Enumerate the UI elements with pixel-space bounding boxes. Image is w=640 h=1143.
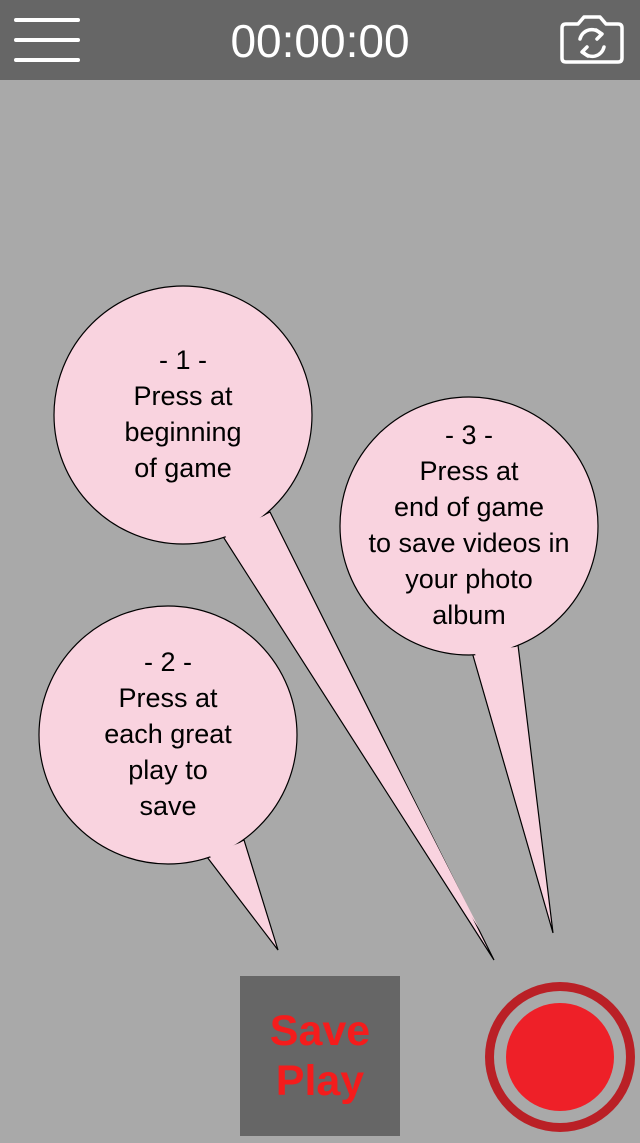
bubble-1-line: Press at <box>133 381 233 411</box>
tutorial-bubble-3 <box>339 396 599 934</box>
bubble-3-text: - 3 - Press at end of game to save video… <box>344 417 594 633</box>
record-icon <box>485 982 635 1132</box>
bubble-1-text: - 1 - Press at beginning of game <box>73 342 293 486</box>
menu-bar-line <box>14 58 80 62</box>
bubble-3-line: your photo <box>405 564 533 594</box>
bubble-3-line: end of game <box>393 492 545 522</box>
bubble-2-line: Press at <box>118 683 218 713</box>
bubble-3-line: Press at <box>419 456 519 486</box>
save-play-label-line2: Play <box>275 1057 365 1105</box>
bubble-3-line: to save videos in <box>368 528 570 558</box>
bubble-1-step: - 1 - <box>158 345 207 375</box>
top-bar: 00:00:00 <box>0 0 640 80</box>
tutorial-bubble-2 <box>38 605 298 951</box>
bubble-1-line: beginning <box>124 417 242 447</box>
bubble-2-line: play to <box>128 755 208 785</box>
menu-bar-line <box>14 18 80 22</box>
bubble-3-step: - 3 - <box>444 420 493 450</box>
camera-switch-icon[interactable] <box>556 12 628 68</box>
tutorial-bubble-1 <box>53 285 495 961</box>
recording-timer: 00:00:00 <box>230 15 410 67</box>
menu-bar-line <box>14 38 80 42</box>
bubble-3-line: album <box>432 600 506 630</box>
bubble-1-line: of game <box>134 453 232 483</box>
bubble-2-text: - 2 - Press at each great play to save <box>58 644 278 824</box>
bubble-2-line: save <box>139 791 197 821</box>
save-play-button[interactable]: Save Play <box>240 976 400 1136</box>
save-play-label-line1: Save <box>269 1007 371 1055</box>
record-button[interactable] <box>479 976 640 1138</box>
camera-switch-svg <box>560 15 624 64</box>
hamburger-menu-icon[interactable] <box>14 16 82 64</box>
bubble-2-step: - 2 - <box>143 647 192 677</box>
bubble-2-line: each great <box>104 719 232 749</box>
